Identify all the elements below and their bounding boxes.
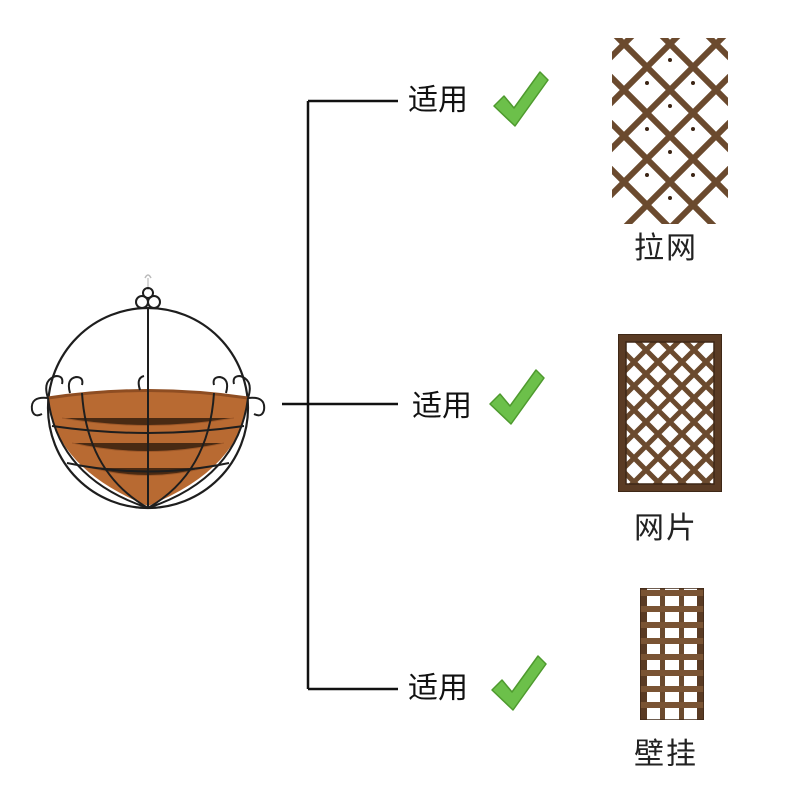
lattice-panel-image	[618, 334, 722, 492]
applicable-label: 适用	[408, 83, 468, 118]
wall-mount-slat-rack-icon	[640, 588, 704, 720]
green-checkmark-icon	[489, 369, 545, 425]
option-row-1: 适用	[408, 71, 558, 142]
wall-rack-image	[640, 588, 704, 720]
panel-caption: 网片	[634, 511, 698, 546]
hanging-basket-icon	[30, 274, 266, 510]
wall-rack-caption: 壁挂	[634, 737, 698, 772]
framed-lattice-panel-icon	[618, 334, 722, 492]
applicable-label: 适用	[408, 671, 468, 706]
option-row-2: 适用	[412, 369, 562, 448]
hanging-basket-image	[22, 268, 282, 518]
green-checkmark-icon	[491, 655, 547, 711]
applicable-label: 适用	[412, 389, 472, 424]
wooden-lattice-trellis-icon	[612, 38, 728, 224]
lattice-trellis-image	[612, 38, 728, 224]
trellis-caption: 拉网	[634, 231, 698, 266]
green-checkmark-icon	[493, 71, 549, 127]
option-row-3: 适用	[408, 655, 558, 730]
